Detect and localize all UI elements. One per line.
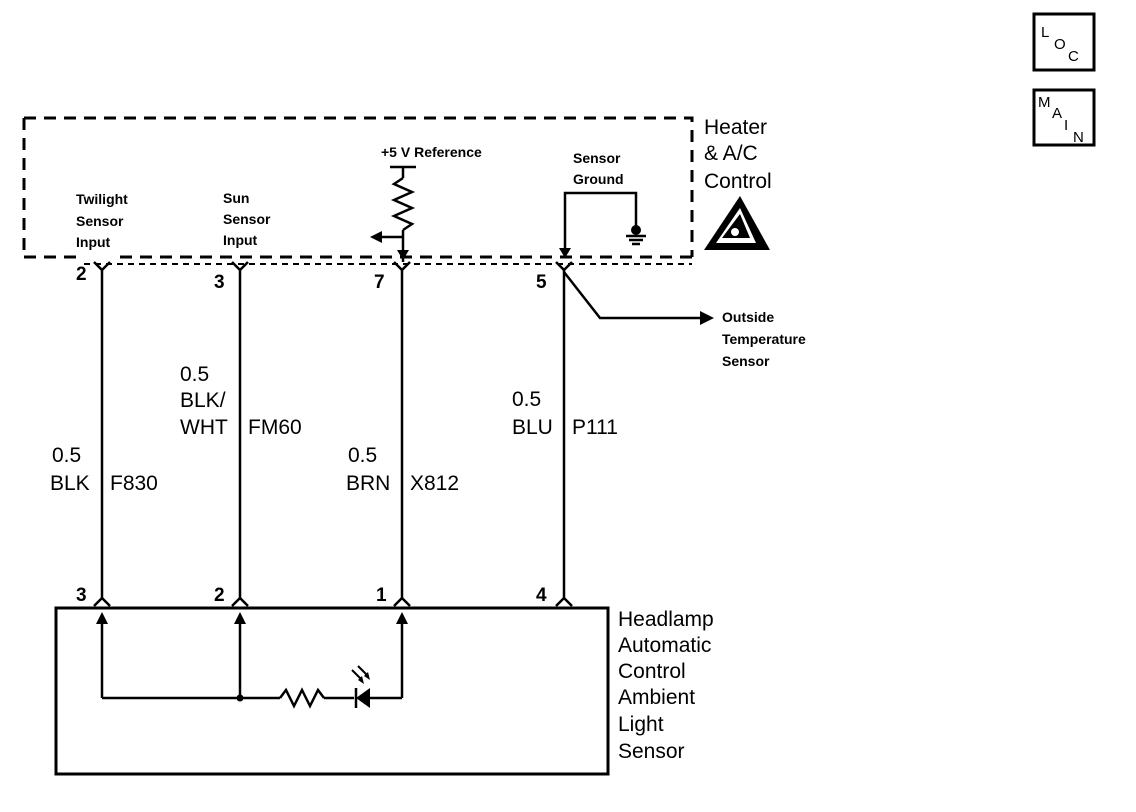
sensor-title-line4: Ambient: [618, 686, 695, 709]
sun-label-3: Input: [223, 232, 258, 248]
wire-p111-circuit: P111: [572, 416, 618, 439]
sensor-title-line5: Light: [618, 713, 664, 736]
reference-voltage-label: +5 V Reference: [381, 144, 482, 160]
hvac-title-line1: Heater: [704, 116, 767, 139]
sensor-pin-1: 1: [376, 585, 387, 606]
sensor-internal-circuit: [96, 612, 408, 709]
loc-letter-c: C: [1068, 48, 1079, 65]
sun-label-2: Sensor: [223, 211, 271, 227]
sensor-title-line3: Control: [618, 660, 686, 683]
hvac-pin-3: 3: [214, 272, 225, 293]
main-letter-a: A: [1052, 105, 1062, 122]
main-button[interactable]: M A I N: [1032, 88, 1096, 147]
main-letter-m: M: [1038, 94, 1051, 111]
outside-temp-label-1: Outside: [722, 309, 774, 325]
reference-resistor: [370, 165, 416, 262]
sun-label-1: Sun: [223, 190, 249, 206]
sensor-ground-label-2: Ground: [573, 171, 624, 187]
wire-fm60-circuit: FM60: [248, 416, 302, 439]
wire-p111-size: 0.5: [512, 388, 541, 411]
wire-fm60-size: 0.5: [180, 363, 209, 386]
hvac-title-line2: & A/C: [704, 142, 758, 165]
sensor-title-line2: Automatic: [618, 634, 711, 657]
wire-f830-size: 0.5: [52, 444, 81, 467]
outside-temp-branch: [563, 271, 714, 325]
outside-temp-label-2: Temperature: [722, 331, 806, 347]
esd-warning-icon: [704, 196, 770, 250]
main-letter-i: I: [1064, 117, 1068, 134]
wire-fm60-color2: WHT: [180, 416, 228, 439]
sensor-ground-label-1: Sensor: [573, 150, 621, 166]
outside-temp-label-3: Sensor: [722, 353, 770, 369]
loc-button[interactable]: L O C: [1032, 12, 1096, 72]
wire-x812-color: BRN: [346, 472, 390, 495]
ambient-light-sensor-box: [54, 606, 610, 776]
wire-f830-color: BLK: [50, 472, 90, 495]
main-letter-n: N: [1073, 129, 1084, 146]
wire-x812-circuit: X812: [410, 472, 459, 495]
hvac-pin-5: 5: [536, 272, 547, 293]
wire-p111-color: BLU: [512, 416, 553, 439]
loc-letter-o: O: [1054, 36, 1066, 53]
wire-x812-size: 0.5: [348, 444, 377, 467]
hvac-pin-2: 2: [76, 264, 87, 285]
twilight-label-1: Twilight: [76, 191, 128, 207]
bottom-connectors: [93, 596, 573, 607]
loc-letter-l: L: [1041, 24, 1049, 41]
sensor-title-line1: Headlamp: [618, 608, 714, 631]
hvac-pin-7: 7: [374, 272, 385, 293]
sensor-pin-2: 2: [214, 585, 225, 606]
hvac-control-module: [22, 116, 694, 265]
sensor-pin-3: 3: [76, 585, 87, 606]
wire-f830-circuit: F830: [110, 472, 158, 495]
sensor-title-line6: Sensor: [618, 740, 685, 763]
hvac-title-line3: Control: [704, 170, 772, 193]
twilight-label-3: Input: [76, 234, 111, 250]
sensor-pin-4: 4: [536, 585, 547, 606]
wire-fm60-color1: BLK/: [180, 389, 226, 412]
ground-symbol-icon: [559, 191, 646, 258]
twilight-label-2: Sensor: [76, 213, 124, 229]
wires: [100, 270, 566, 600]
